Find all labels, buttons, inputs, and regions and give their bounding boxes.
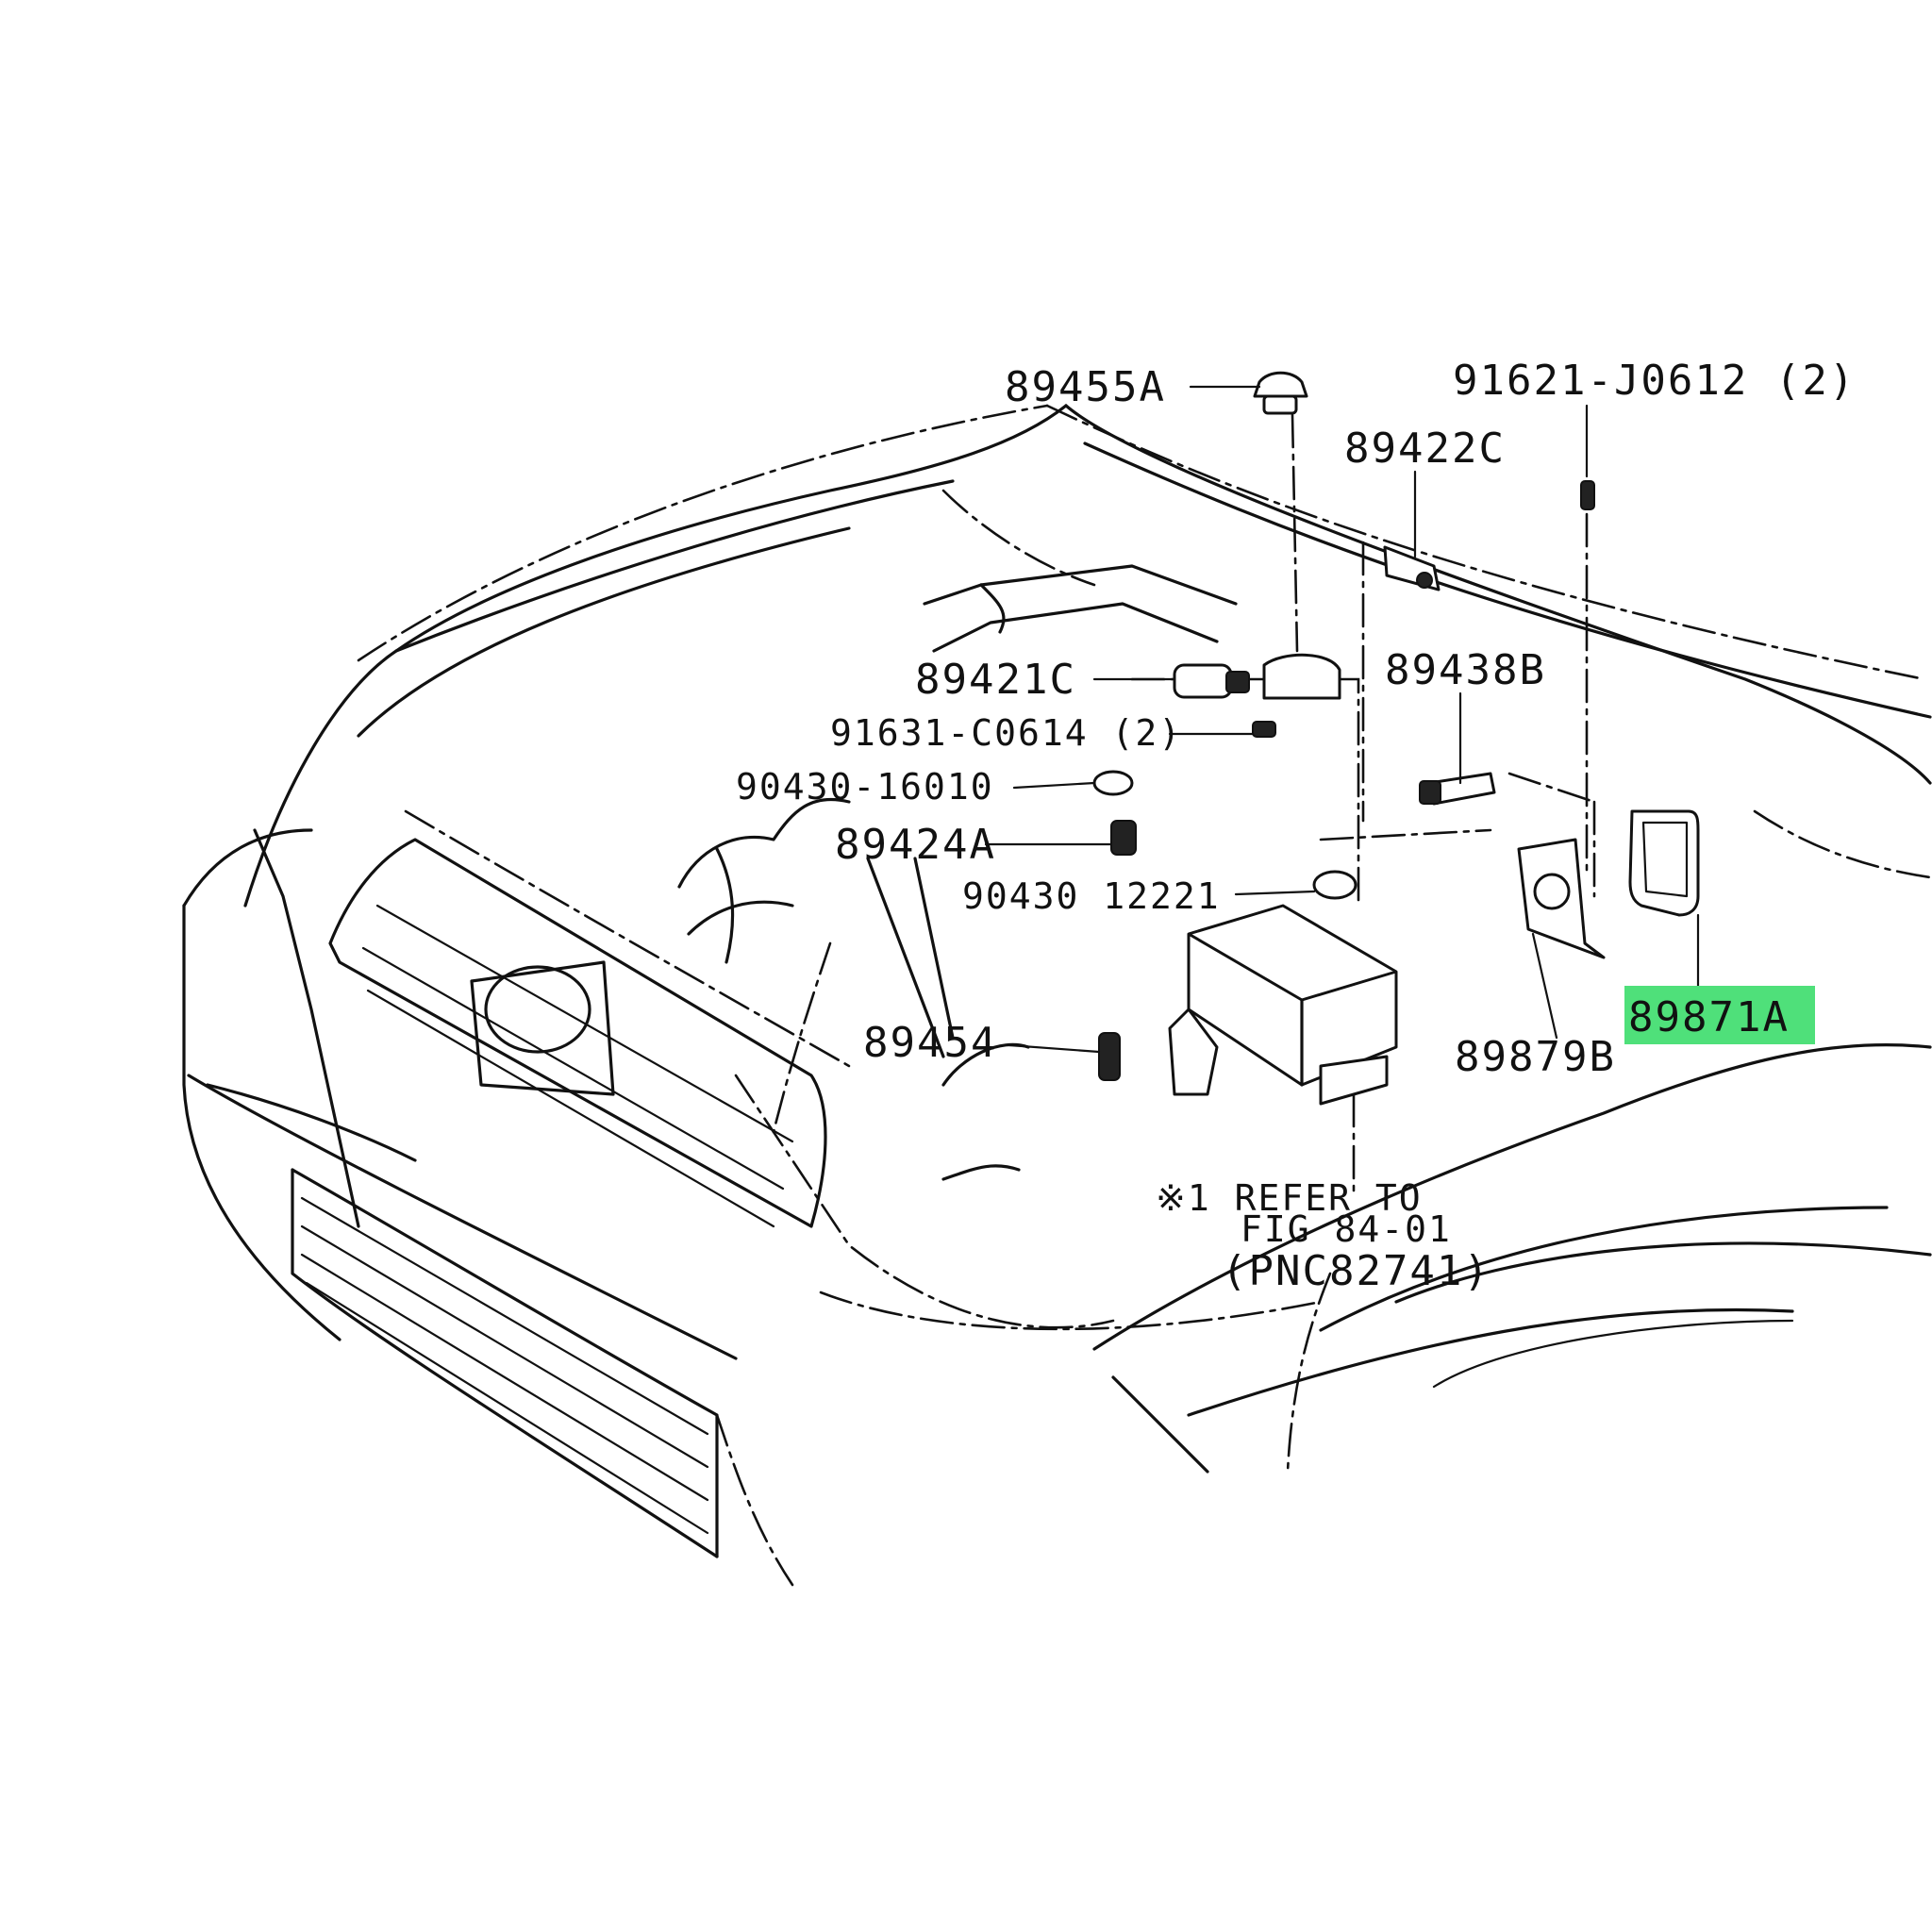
note-line-3: (PNC82741): [1222, 1247, 1491, 1295]
label-90430-12221: 90430 12221: [962, 875, 1221, 917]
label-89455A: 89455A: [1005, 363, 1166, 411]
label-89454: 89454: [863, 1019, 997, 1067]
part-labels: 89455A 91621-J0612 (2) 89422C 89421C 894…: [736, 357, 1856, 1295]
label-90430-16010: 90430-16010: [736, 766, 994, 808]
label-89422C: 89422C: [1344, 425, 1506, 473]
label-89438B: 89438B: [1385, 646, 1546, 694]
label-91631: 91631-C0614 (2): [830, 712, 1182, 754]
label-89424A: 89424A: [835, 821, 996, 869]
label-91621: 91621-J0612 (2): [1453, 357, 1856, 405]
label-89421C: 89421C: [915, 656, 1076, 704]
highlight-89871A: [1624, 986, 1815, 1044]
note-line-2: FIG 84-01: [1241, 1208, 1452, 1250]
label-89879B: 89879B: [1455, 1033, 1616, 1081]
engine-components: [677, 371, 1700, 1181]
leader-lines: [866, 385, 1700, 1474]
label-89871A: 89871A: [1628, 993, 1790, 1041]
note-line-1: ※1 REFER TO: [1156, 1177, 1423, 1219]
vehicle-body-outline: [182, 404, 1932, 1587]
